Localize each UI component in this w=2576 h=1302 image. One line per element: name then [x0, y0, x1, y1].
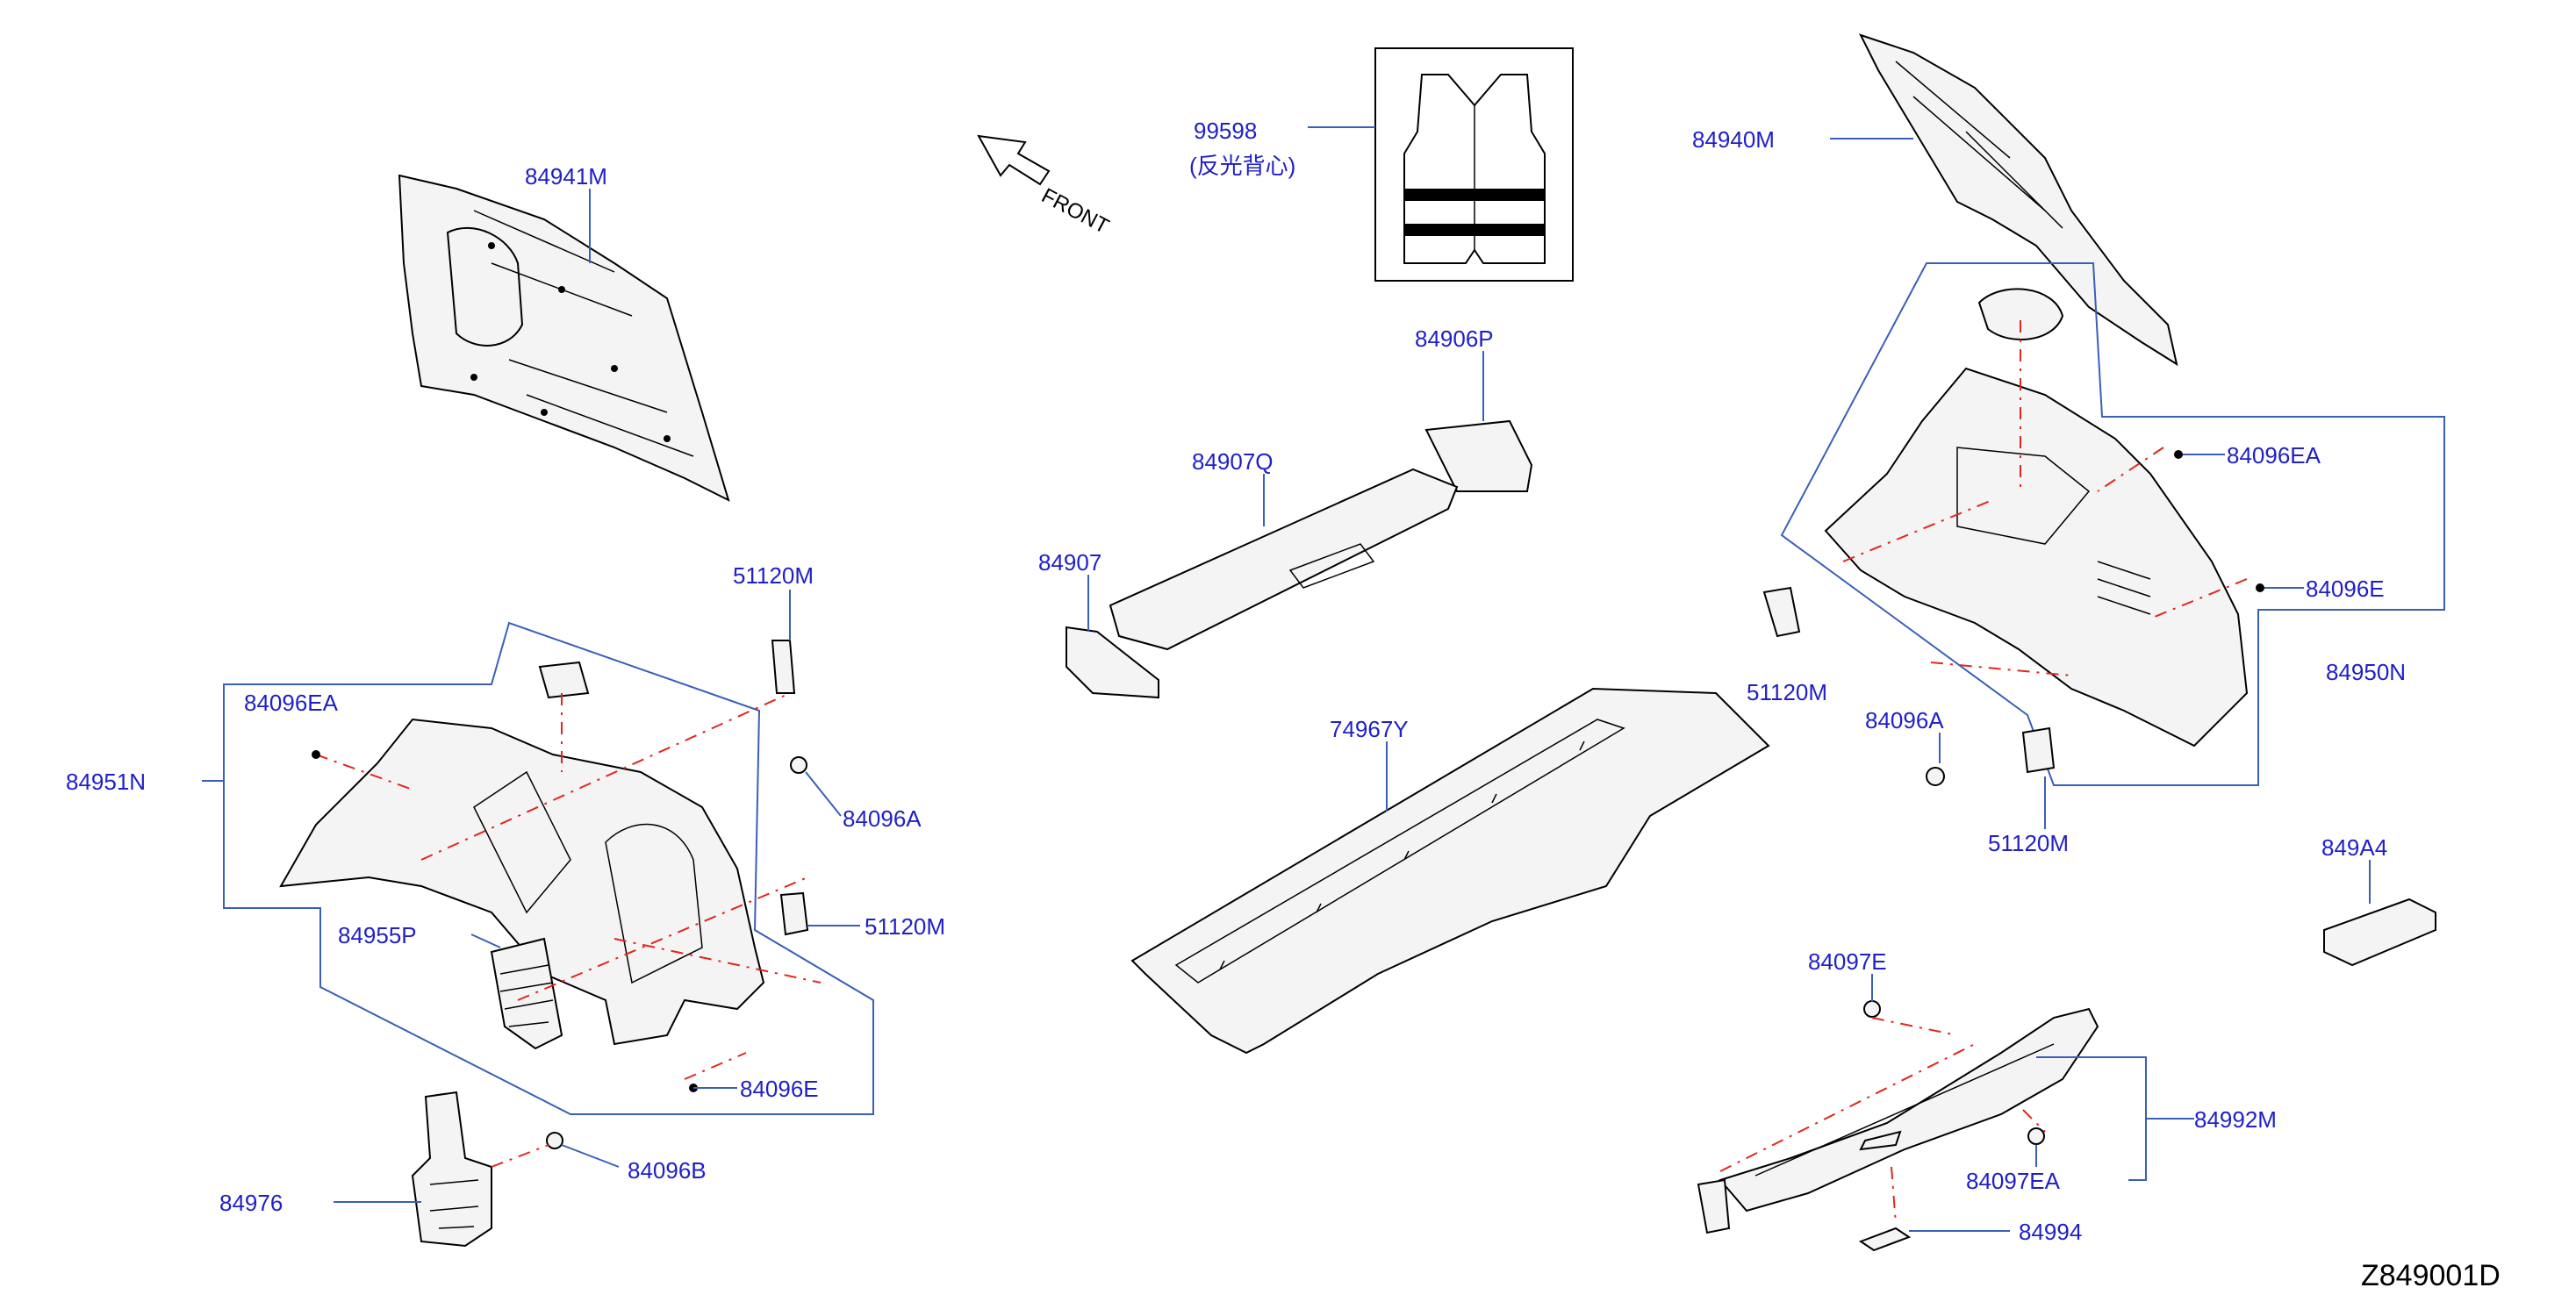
callout-74967Y: 74967Y [1330, 716, 1409, 742]
callout-84951N: 84951N [66, 769, 146, 795]
callout-99598: 99598 [1194, 118, 1257, 144]
front-arrow: FRONT [977, 134, 1113, 239]
callout-84097EA: 84097EA [1966, 1168, 2061, 1194]
clip-84994 [1858, 1227, 1912, 1252]
clip-84096A-right [1926, 767, 1945, 786]
rear-finisher [1697, 1007, 2099, 1234]
callout-99598-description: (反光背心) [1189, 153, 1295, 179]
callout-84096A-left: 84096A [843, 805, 922, 832]
callout-84096EA-right: 84096EA [2227, 442, 2321, 469]
callout-84940M: 84940M [1692, 126, 1775, 153]
diagram-code: Z849001D [2361, 1259, 2501, 1292]
callout-84096E-right: 84096E [2306, 576, 2385, 602]
callout-849A4: 849A4 [2321, 834, 2387, 861]
callout-51120M-right-mid: 51120M [1747, 679, 1827, 705]
callout-84941M: 84941M [525, 163, 607, 190]
label-pad-849A4 [2323, 898, 2436, 967]
quarter-trim-upper-left [398, 174, 730, 502]
callout-84976: 84976 [219, 1190, 283, 1216]
callout-84096B: 84096B [628, 1157, 707, 1184]
reflective-vest-box [1374, 47, 1574, 282]
callout-51120M-right-bottom: 51120M [1988, 830, 2069, 856]
tonneau-cover [1066, 419, 1533, 699]
callout-84096A-right: 84096A [1865, 707, 1944, 733]
front-label: FRONT [1037, 183, 1113, 239]
callout-84992M: 84992M [2194, 1106, 2277, 1133]
callout-84907Q: 84907Q [1192, 448, 1274, 475]
callout-51120M-left-mid: 51120M [865, 913, 945, 940]
callout-84955P: 84955P [338, 922, 417, 948]
bracket-84976 [411, 1091, 492, 1248]
callout-84096EA-left: 84096EA [244, 690, 339, 716]
callout-84097E: 84097E [1808, 948, 1887, 975]
callout-84096E-left: 84096E [740, 1076, 819, 1102]
callout-84950N: 84950N [2326, 659, 2406, 685]
callout-84907: 84907 [1038, 549, 1101, 576]
upper-trim-84940M [1859, 33, 2178, 367]
quarter-trim-right [1762, 288, 2249, 774]
quarter-trim-left [279, 640, 809, 1050]
callout-84994: 84994 [2019, 1219, 2082, 1245]
callout-84906P: 84906P [1415, 326, 1494, 352]
luggage-floor-board [1130, 687, 1770, 1055]
callout-51120M-left-top: 51120M [733, 562, 814, 589]
